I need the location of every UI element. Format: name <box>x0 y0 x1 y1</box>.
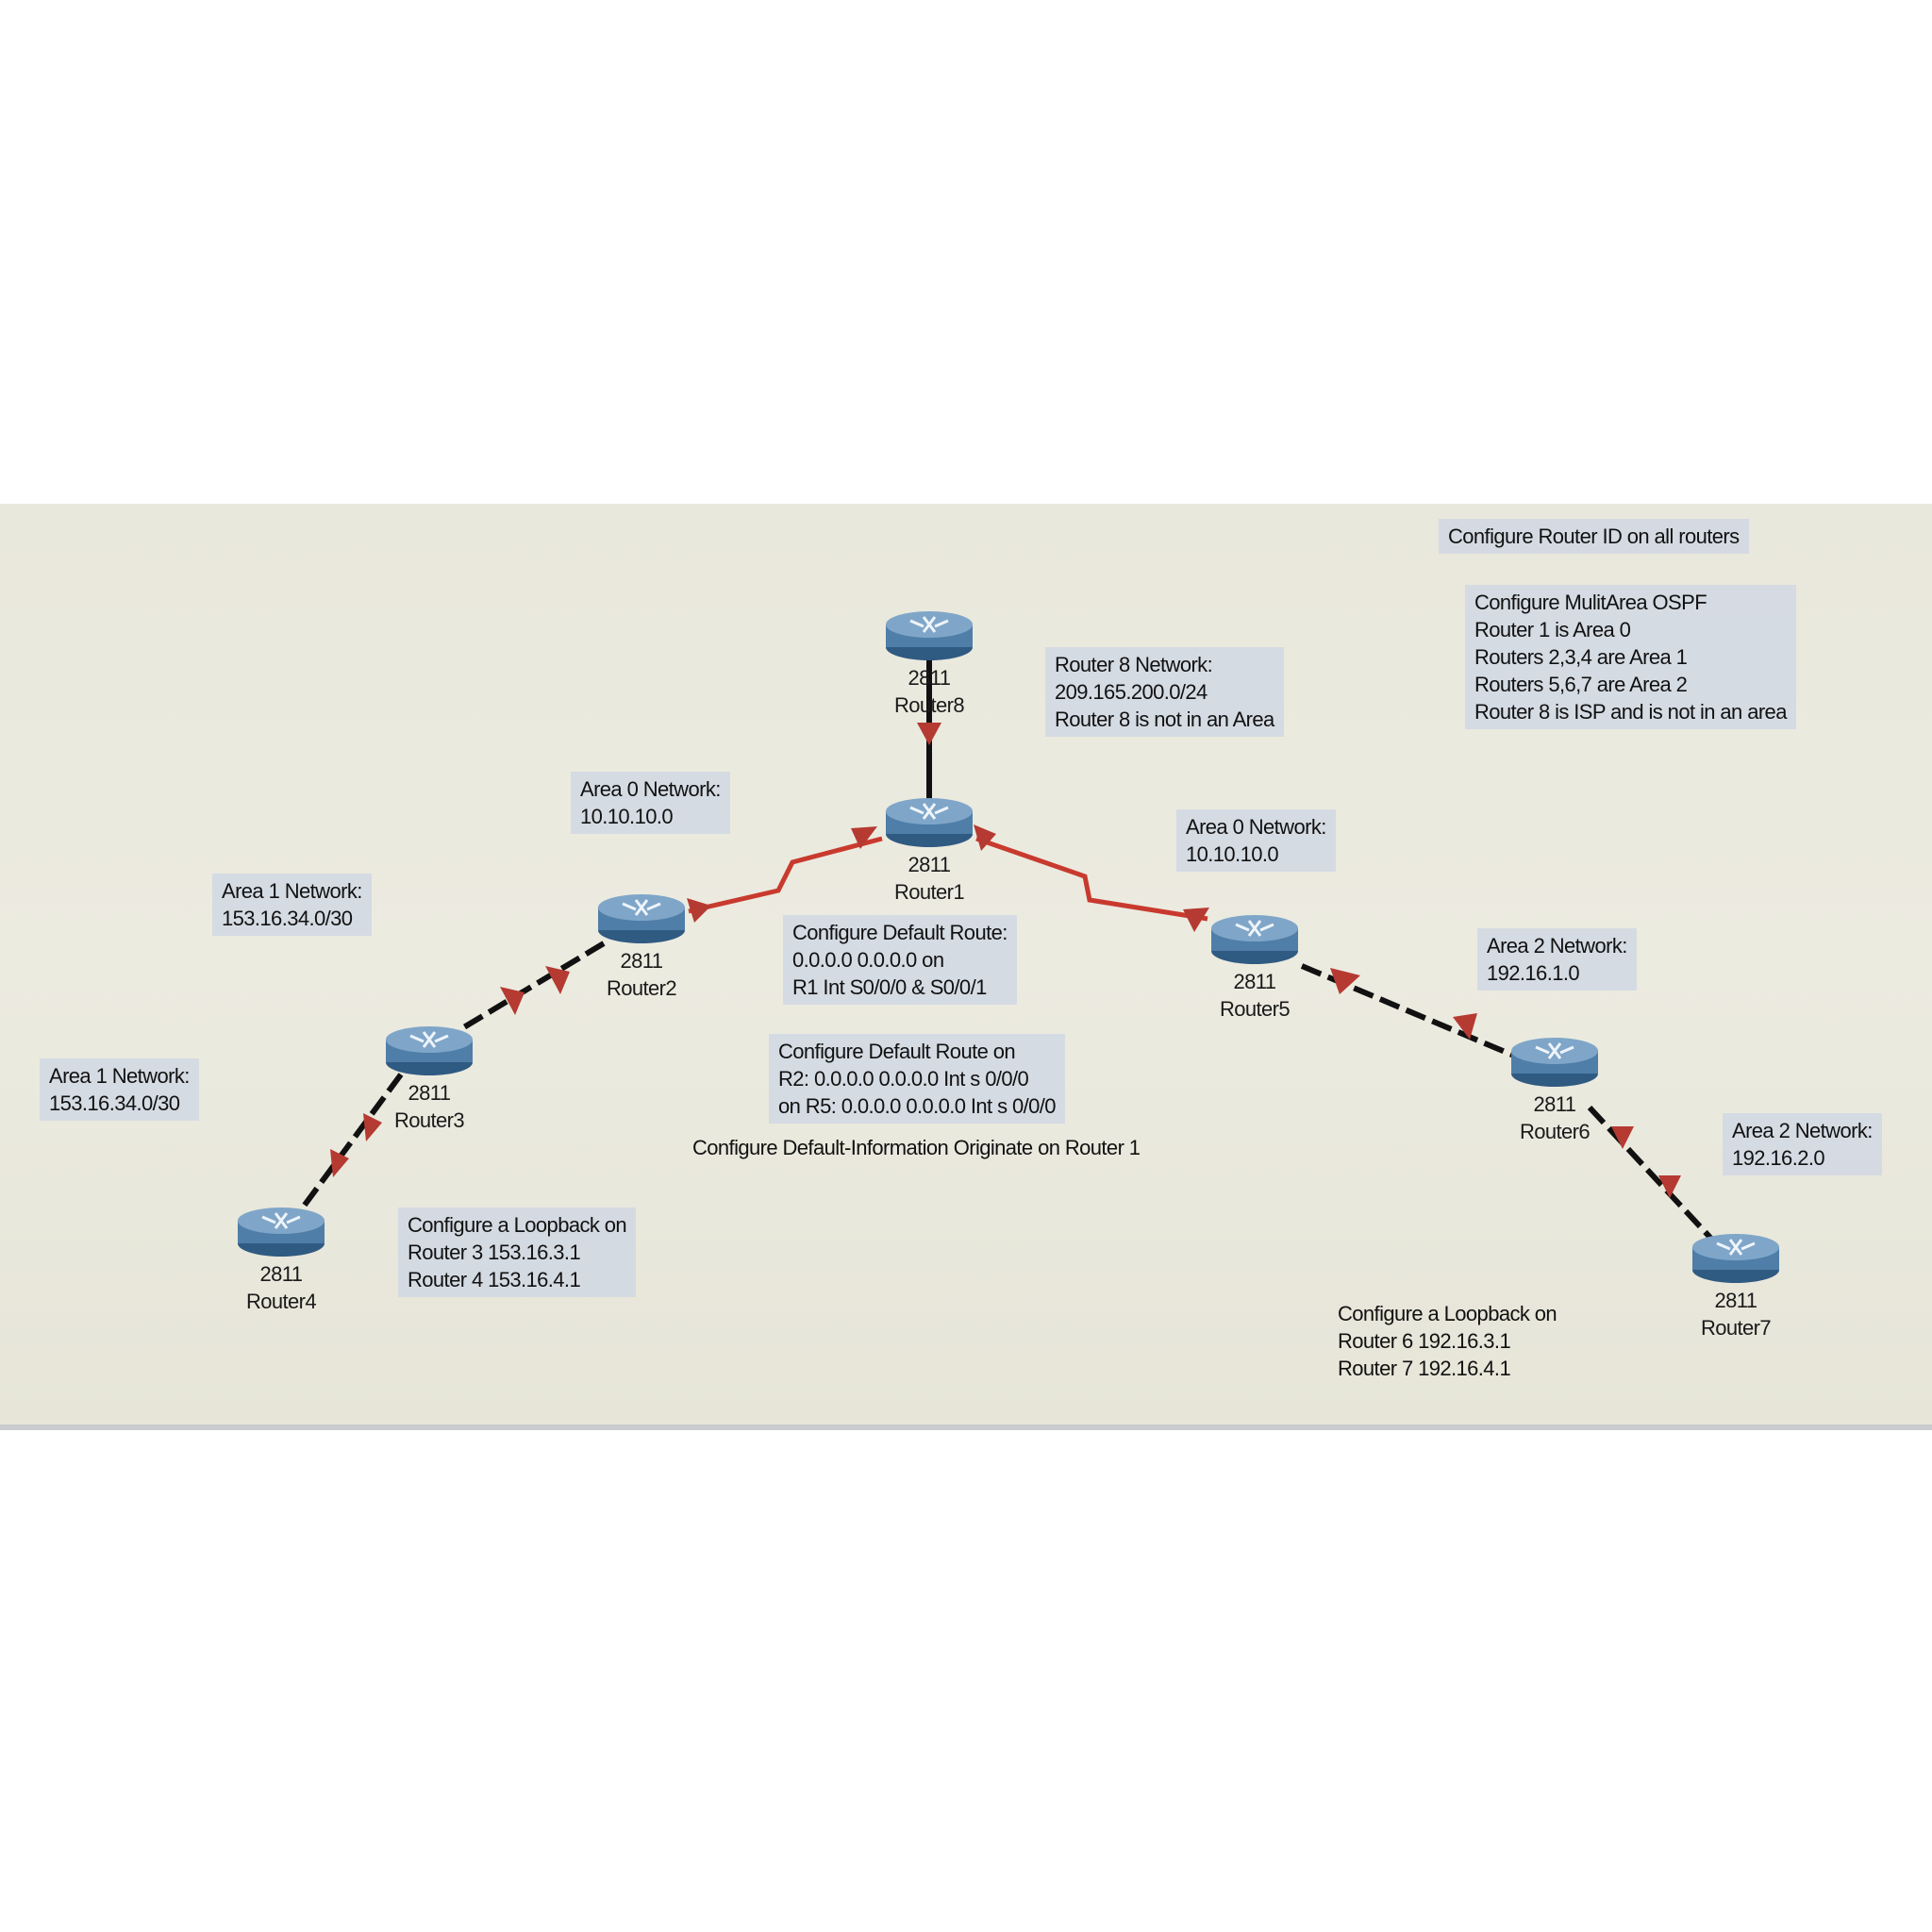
link-end-arrow <box>974 824 996 851</box>
link-end-arrow <box>1453 1013 1477 1040</box>
router-model: 2811 <box>908 666 952 690</box>
note-default-route-r2-r5: Configure Default Route on R2: 0.0.0.0 0… <box>769 1034 1065 1124</box>
router-icon <box>1692 1234 1779 1283</box>
note-router-id: Configure Router ID on all routers <box>1439 519 1749 554</box>
note-area0-left: Area 0 Network: 10.10.10.0 <box>571 772 730 834</box>
link-end-arrow <box>545 966 570 994</box>
router-router7[interactable]: 2811 Router7 <box>1689 1230 1783 1341</box>
router-name: Router1 <box>893 880 965 904</box>
link-end-arrow <box>363 1113 382 1141</box>
note-router8-network: Router 8 Network: 209.165.200.0/24 Route… <box>1045 647 1284 737</box>
link-router1-router2[interactable] <box>687 826 883 923</box>
router-icon <box>238 1208 325 1257</box>
link-router1-router5[interactable] <box>974 824 1209 932</box>
note-loopback-left: Configure a Loopback on Router 3 153.16.… <box>398 1208 637 1297</box>
router-model: 2811 <box>620 949 664 973</box>
note-area2-upper: Area 2 Network: 192.16.1.0 <box>1477 928 1637 991</box>
router-icon <box>886 798 973 847</box>
router-model: 2811 <box>408 1081 452 1105</box>
router-model: 2811 <box>1233 970 1277 993</box>
router-name: Router4 <box>245 1290 317 1313</box>
note-multiarea-ospf: Configure MulitArea OSPF Router 1 is Are… <box>1465 585 1796 729</box>
note-area2-lower: Area 2 Network: 192.16.2.0 <box>1723 1113 1882 1175</box>
link-end-arrow <box>851 826 877 849</box>
link-end-arrow <box>1330 968 1360 994</box>
link-router5-router6[interactable] <box>1300 963 1523 1061</box>
router-name: Router3 <box>393 1108 465 1132</box>
router-model: 2811 <box>1533 1092 1577 1116</box>
link-end-arrow <box>1183 908 1209 932</box>
note-default-route-r1: Configure Default Route: 0.0.0.0 0.0.0.0… <box>783 915 1017 1005</box>
note-loopback-right: Configure a Loopback on Router 6 192.16.… <box>1338 1302 1557 1380</box>
router-name: Router5 <box>1219 997 1291 1021</box>
router-name: Router7 <box>1700 1316 1772 1340</box>
router-model: 2811 <box>1714 1289 1758 1312</box>
note-area1-lower: Area 1 Network: 153.16.34.0/30 <box>40 1058 199 1121</box>
router-model: 2811 <box>259 1262 304 1286</box>
router-router5[interactable]: 2811 Router5 <box>1208 911 1302 1023</box>
canvas-bottom-edge <box>0 1424 1932 1430</box>
link-end-arrow <box>1658 1175 1681 1198</box>
link-end-arrow <box>687 898 711 923</box>
link-router8-router1[interactable] <box>917 655 941 810</box>
router-router6[interactable]: 2811 Router6 <box>1507 1034 1602 1145</box>
router-model: 2811 <box>908 853 952 876</box>
router-router4[interactable]: 2811 Router4 <box>234 1204 328 1315</box>
link-router3-router4[interactable] <box>297 1073 404 1213</box>
router-router8[interactable]: 2811 Router8 <box>882 608 976 719</box>
note-area1-upper: Area 1 Network: 153.16.34.0/30 <box>212 874 372 936</box>
router-name: Router8 <box>893 693 965 717</box>
router-icon <box>598 894 685 943</box>
links-layer <box>297 655 1715 1242</box>
link-end-arrow <box>1611 1126 1634 1149</box>
router-router3[interactable]: 2811 Router3 <box>382 1023 476 1134</box>
router-icon <box>886 611 973 660</box>
router-name: Router2 <box>606 976 677 1000</box>
topology-canvas: 2811 Router8 2811 Router1 2811 Router2 2… <box>0 504 1932 1428</box>
router-icon <box>1511 1038 1598 1087</box>
link-end-arrow <box>330 1149 349 1177</box>
router-name: Router6 <box>1519 1120 1591 1143</box>
note-area0-right: Area 0 Network: 10.10.10.0 <box>1176 809 1336 872</box>
link-router2-router3[interactable] <box>460 941 606 1031</box>
router-icon <box>386 1026 473 1075</box>
link-end-arrow <box>500 987 525 1015</box>
link-end-arrow <box>917 723 941 745</box>
note-default-information-originate: Configure Default-Information Originate … <box>692 1136 1141 1159</box>
router-router1[interactable]: 2811 Router1 <box>882 794 976 904</box>
link-router6-router7[interactable] <box>1587 1105 1715 1242</box>
router-icon <box>1211 915 1298 964</box>
router-router2[interactable]: 2811 Router2 <box>594 891 689 1002</box>
